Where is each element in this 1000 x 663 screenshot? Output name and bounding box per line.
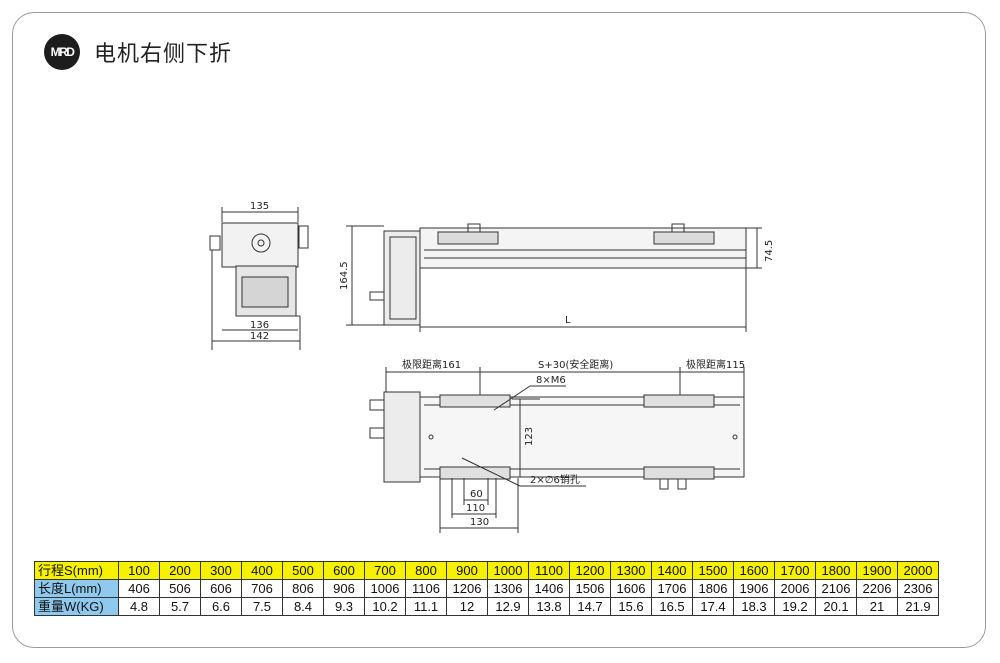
dim-side-rail-height: 74.5 — [764, 240, 775, 262]
row-label: 长度L(mm) — [34, 579, 119, 598]
technical-drawing: 135 136 142 164.5 74.5 L 极限距离161 S+30(安全… — [209, 201, 775, 533]
weight-cell: 18.3 — [733, 597, 775, 616]
weight-cell: 14.7 — [569, 597, 611, 616]
row-label: 重量W(KG) — [34, 597, 119, 616]
stroke-cell: 2000 — [897, 561, 939, 580]
dim-screw-label: 8×M6 — [536, 375, 566, 386]
weight-cell: 21.9 — [897, 597, 939, 616]
stroke-cell: 1000 — [487, 561, 529, 580]
length-cell: 2206 — [856, 579, 898, 598]
dim-front-width: 135 — [250, 201, 269, 212]
length-cell: 1806 — [692, 579, 734, 598]
stroke-cell: 300 — [200, 561, 242, 580]
top-view — [369, 367, 745, 533]
side-view — [346, 223, 762, 332]
dim-front-motor-width: 136 — [250, 320, 269, 331]
front-view — [209, 207, 309, 350]
length-cell: 1906 — [733, 579, 775, 598]
stroke-cell: 1100 — [528, 561, 570, 580]
weight-cell: 11.1 — [405, 597, 447, 616]
brand-logo: MRD — [44, 34, 80, 70]
weight-cell: 16.5 — [651, 597, 693, 616]
dim-limit-left: 极限距离161 — [402, 358, 461, 371]
dim-side-height: 164.5 — [339, 261, 350, 290]
stroke-cell: 1800 — [815, 561, 857, 580]
weight-cell: 19.2 — [774, 597, 816, 616]
length-cell: 706 — [241, 579, 283, 598]
stroke-cell: 1300 — [610, 561, 652, 580]
weight-cell: 12.9 — [487, 597, 529, 616]
stroke-cell: 1400 — [651, 561, 693, 580]
length-cell: 1406 — [528, 579, 570, 598]
length-cell: 606 — [200, 579, 242, 598]
length-cell: 1006 — [364, 579, 406, 598]
length-cell: 506 — [159, 579, 201, 598]
page-frame — [12, 12, 986, 648]
weight-cell: 12 — [446, 597, 488, 616]
stroke-cell: 200 — [159, 561, 201, 580]
length-cell: 2006 — [774, 579, 816, 598]
stroke-cell: 700 — [364, 561, 406, 580]
weight-cell: 15.6 — [610, 597, 652, 616]
stroke-cell: 1500 — [692, 561, 734, 580]
stroke-cell: 1200 — [569, 561, 611, 580]
dim-130: 130 — [470, 517, 489, 528]
weight-cell: 21 — [856, 597, 898, 616]
weight-cell: 17.4 — [692, 597, 734, 616]
length-cell: 2306 — [897, 579, 939, 598]
stroke-cell: 1700 — [774, 561, 816, 580]
length-cell: 1206 — [446, 579, 488, 598]
length-cell: 1706 — [651, 579, 693, 598]
dim-pin-label: 2×∅6销孔 — [530, 473, 580, 486]
dim-stroke-safe: S+30(安全距离) — [538, 358, 613, 371]
length-cell: 1506 — [569, 579, 611, 598]
dim-width-123: 123 — [524, 427, 535, 446]
length-cell: 2106 — [815, 579, 857, 598]
length-cell: 906 — [323, 579, 365, 598]
length-cell: 1306 — [487, 579, 529, 598]
length-cell: 1106 — [405, 579, 447, 598]
length-cell: 406 — [118, 579, 160, 598]
weight-cell: 5.7 — [159, 597, 201, 616]
stroke-cell: 1600 — [733, 561, 775, 580]
weight-cell: 6.6 — [200, 597, 242, 616]
stroke-cell: 900 — [446, 561, 488, 580]
dim-110: 110 — [466, 503, 485, 514]
weight-cell: 20.1 — [815, 597, 857, 616]
dim-60: 60 — [470, 489, 483, 500]
stroke-cell: 800 — [405, 561, 447, 580]
stroke-cell: 500 — [282, 561, 324, 580]
weight-cell: 13.8 — [528, 597, 570, 616]
weight-cell: 4.8 — [118, 597, 160, 616]
dim-front-total-width: 142 — [250, 331, 269, 342]
length-cell: 1606 — [610, 579, 652, 598]
weight-cell: 10.2 — [364, 597, 406, 616]
dim-limit-right: 极限距离115 — [686, 358, 745, 371]
weight-cell: 7.5 — [241, 597, 283, 616]
stroke-cell: 1900 — [856, 561, 898, 580]
page-title: 电机右侧下折 — [94, 42, 233, 67]
stroke-cell: 400 — [241, 561, 283, 580]
length-cell: 806 — [282, 579, 324, 598]
weight-cell: 9.3 — [323, 597, 365, 616]
stroke-cell: 600 — [323, 561, 365, 580]
row-label: 行程S(mm) — [34, 561, 119, 580]
dim-side-length: L — [565, 315, 571, 326]
stroke-cell: 100 — [118, 561, 160, 580]
weight-cell: 8.4 — [282, 597, 324, 616]
